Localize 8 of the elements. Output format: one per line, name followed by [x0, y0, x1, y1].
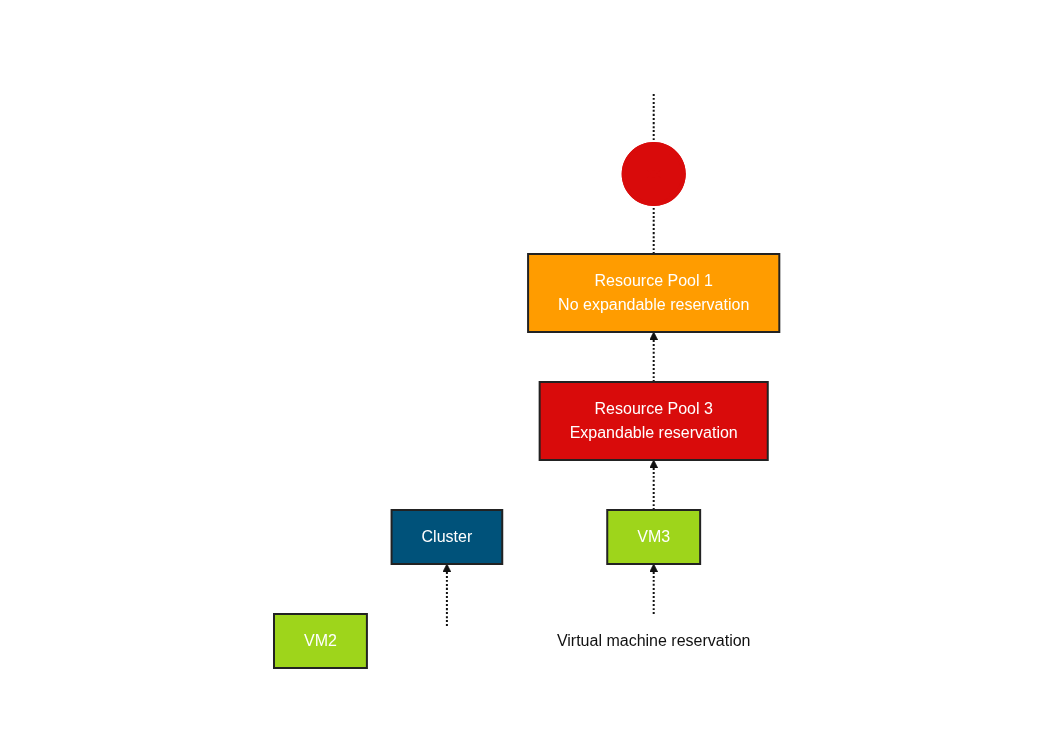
- node-box: Resource Pool 1 No expandable reservation: [526, 252, 781, 333]
- node-text: Virtual machine reservation: [556, 631, 751, 649]
- arrow: [649, 563, 658, 615]
- arrow: [442, 563, 452, 627]
- node-box: Resource Pool 3 Expandable reservation: [538, 380, 769, 461]
- node-box: VM3: [606, 508, 701, 565]
- node-box: Cluster: [390, 508, 503, 565]
- node-box: VM2: [272, 612, 368, 669]
